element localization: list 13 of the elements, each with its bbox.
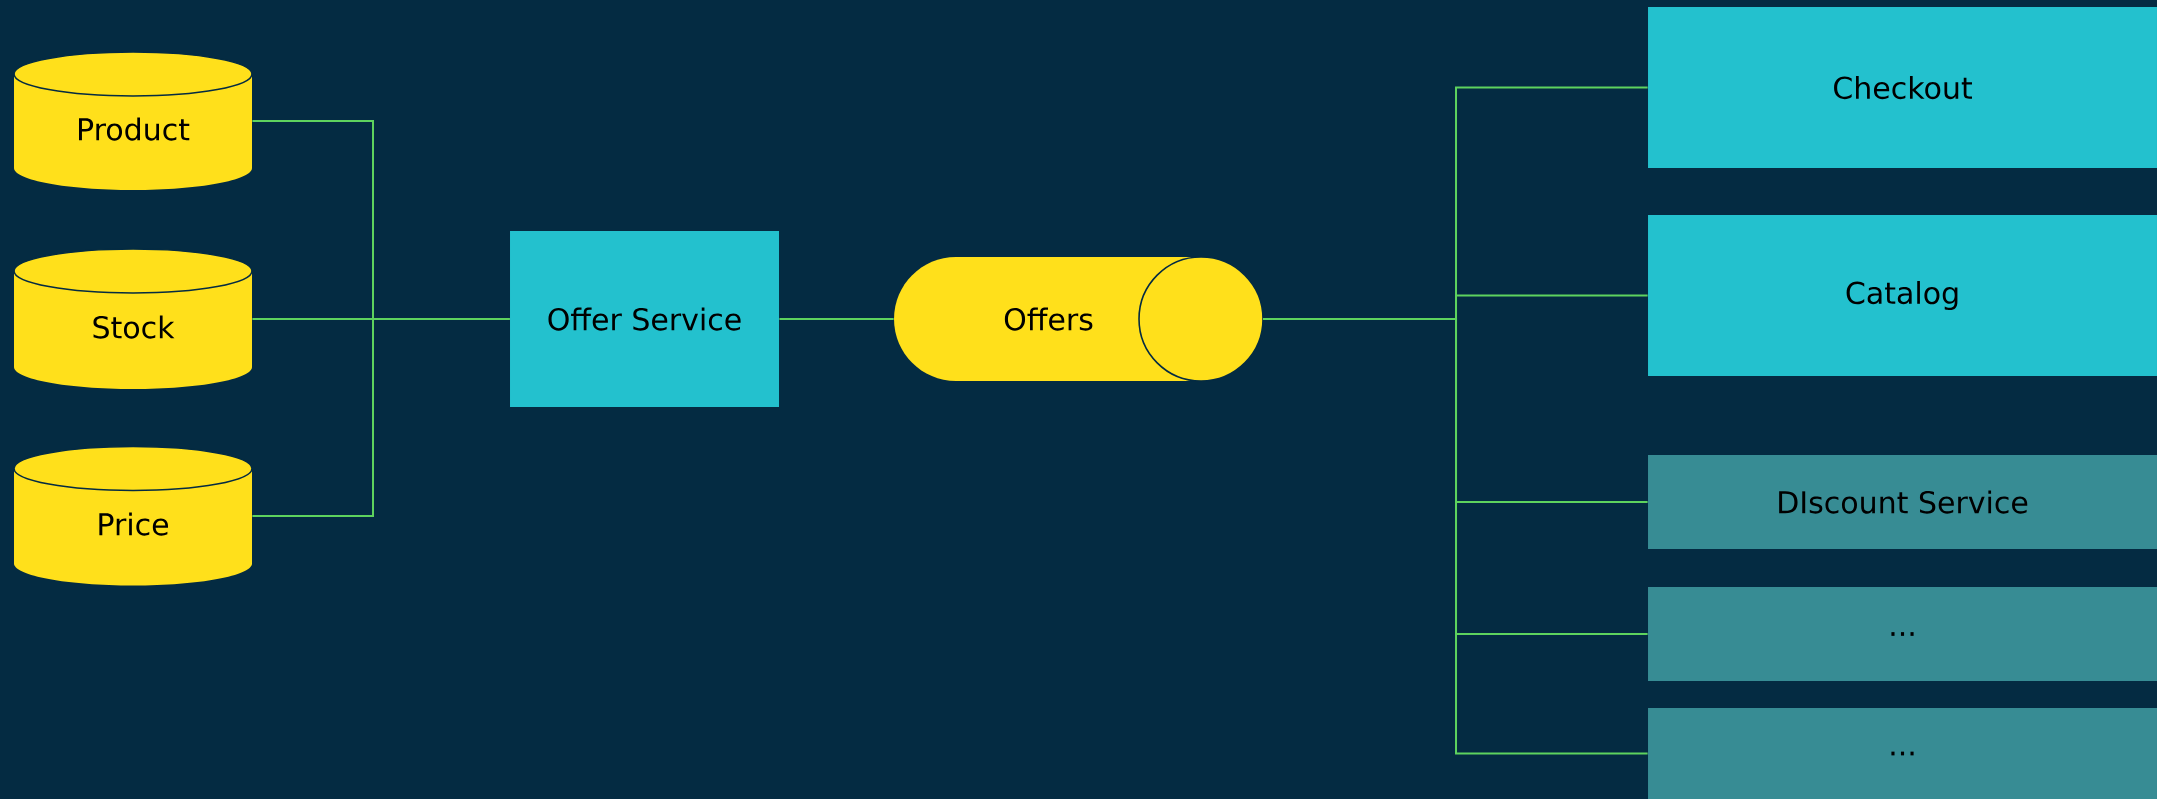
database-cylinder: Product xyxy=(13,51,253,190)
service-box: Checkout xyxy=(1648,7,2157,168)
connector-line xyxy=(778,318,895,320)
service-box: DIscount Service xyxy=(1648,455,2157,549)
connector-line xyxy=(251,318,511,517)
service-box: ... xyxy=(1648,587,2157,681)
database-cylinder: Stock xyxy=(13,248,253,389)
service-box: ... xyxy=(1648,708,2157,799)
connector-line xyxy=(1262,318,1649,755)
service-box: Offer Service xyxy=(510,231,779,407)
service-box: Catalog xyxy=(1648,215,2157,376)
database-cylinder: Price xyxy=(13,445,253,586)
queue-pipe: Offers xyxy=(894,256,1264,382)
